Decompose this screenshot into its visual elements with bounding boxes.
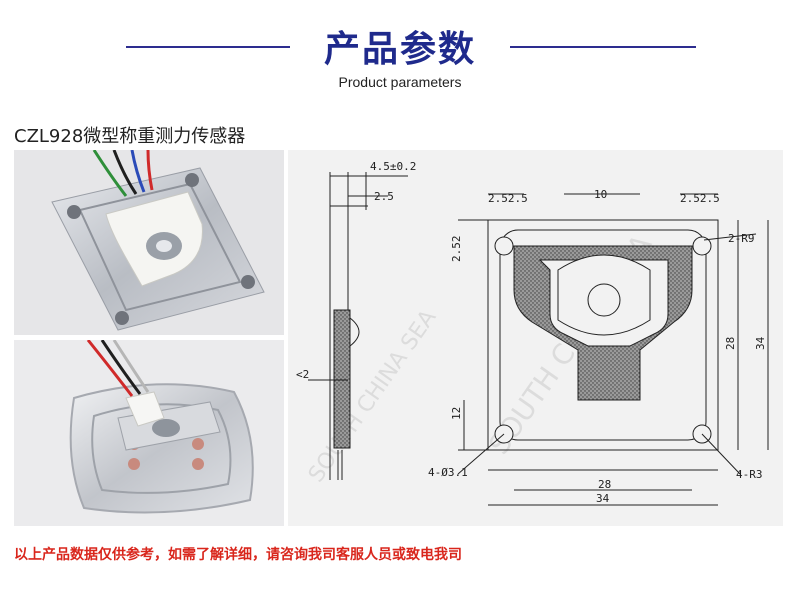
dim-top-left: 2.52.5 (488, 192, 528, 205)
side-view (308, 172, 408, 480)
dim-r3: 4-R3 (736, 468, 763, 481)
watermark-secondary: SOUTH CHINA SEA (304, 305, 442, 487)
product-photo-top (14, 150, 284, 335)
dim-34-horizontal: 34 (596, 492, 610, 505)
top-view (457, 193, 769, 506)
dim-left-stack: 2.52 (450, 236, 463, 263)
section-title: 产品参数 (323, 29, 476, 70)
dim-top-right: 2.52.5 (680, 192, 720, 205)
dim-2-5: 2.5 (374, 190, 394, 203)
dim-12: 12 (450, 407, 463, 420)
dim-34-vertical: 34 (754, 336, 767, 350)
header-divider-left (126, 46, 290, 48)
dim-28-horizontal: 28 (598, 478, 611, 491)
dim-lt2: <2 (296, 368, 309, 381)
section-subtitle: Product parameters (338, 74, 462, 90)
dim-r9: 2-R9 (728, 232, 755, 245)
dim-hole: 4-Ø3.1 (428, 466, 468, 479)
product-name: CZL928微型称重测力传感器 (14, 126, 246, 147)
dim-28-vertical: 28 (724, 337, 737, 350)
dim-top-mid: 10 (594, 188, 607, 201)
header-divider-right (510, 46, 696, 48)
product-photo-bottom (14, 340, 284, 526)
disclaimer-note: 以上产品数据仅供参考，如需了解详细，请咨询我司客服人员或致电我司 (14, 547, 462, 563)
dim-thickness: 4.5±0.2 (370, 160, 416, 173)
technical-drawing: SOUTH CHINA SEA SOUTH CHINA SEA 4.5±0.2 … (288, 150, 783, 526)
section-header: 产品参数 Product parameters (0, 0, 800, 100)
